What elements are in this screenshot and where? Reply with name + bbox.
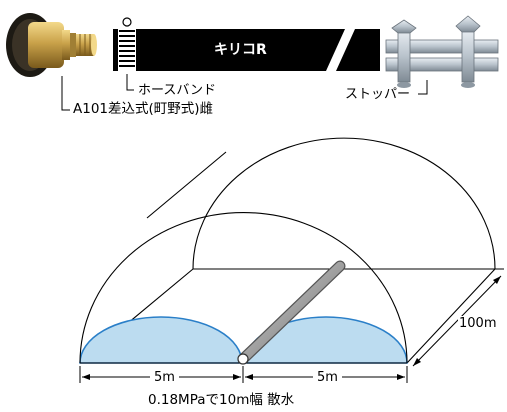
caption: 0.18MPaで10m幅 散水: [148, 392, 295, 408]
hose-band-leader: [126, 74, 134, 91]
left-top-edge: [146, 151, 227, 219]
stopper-illustration: [385, 15, 499, 88]
coupling-label: A101差込式(町野式)雌: [73, 101, 214, 117]
spray-lobe-left: [79, 316, 243, 364]
dim-right-label: 5m: [313, 370, 342, 385]
front-arc: [79, 212, 408, 364]
stopper-leader: [418, 80, 428, 95]
coupling-illustration: [6, 13, 97, 77]
hose-illustration: [113, 17, 380, 72]
dim-length-label: 100m: [458, 316, 498, 331]
hose-band-label: ホースバンド: [138, 83, 217, 98]
hose-end: [237, 353, 249, 365]
stopper-label: ストッパー: [345, 87, 411, 102]
back-arc: [192, 137, 496, 270]
dim-left-label: 5m: [150, 370, 179, 385]
coupling-leader: [61, 76, 70, 111]
spray-dome-diagram: [79, 137, 504, 383]
hose-brand-label: キリコR: [214, 42, 267, 58]
right-ground-edge: [406, 268, 496, 364]
hose-band-coil: [118, 17, 136, 72]
dim-length-arrow: [412, 275, 502, 367]
